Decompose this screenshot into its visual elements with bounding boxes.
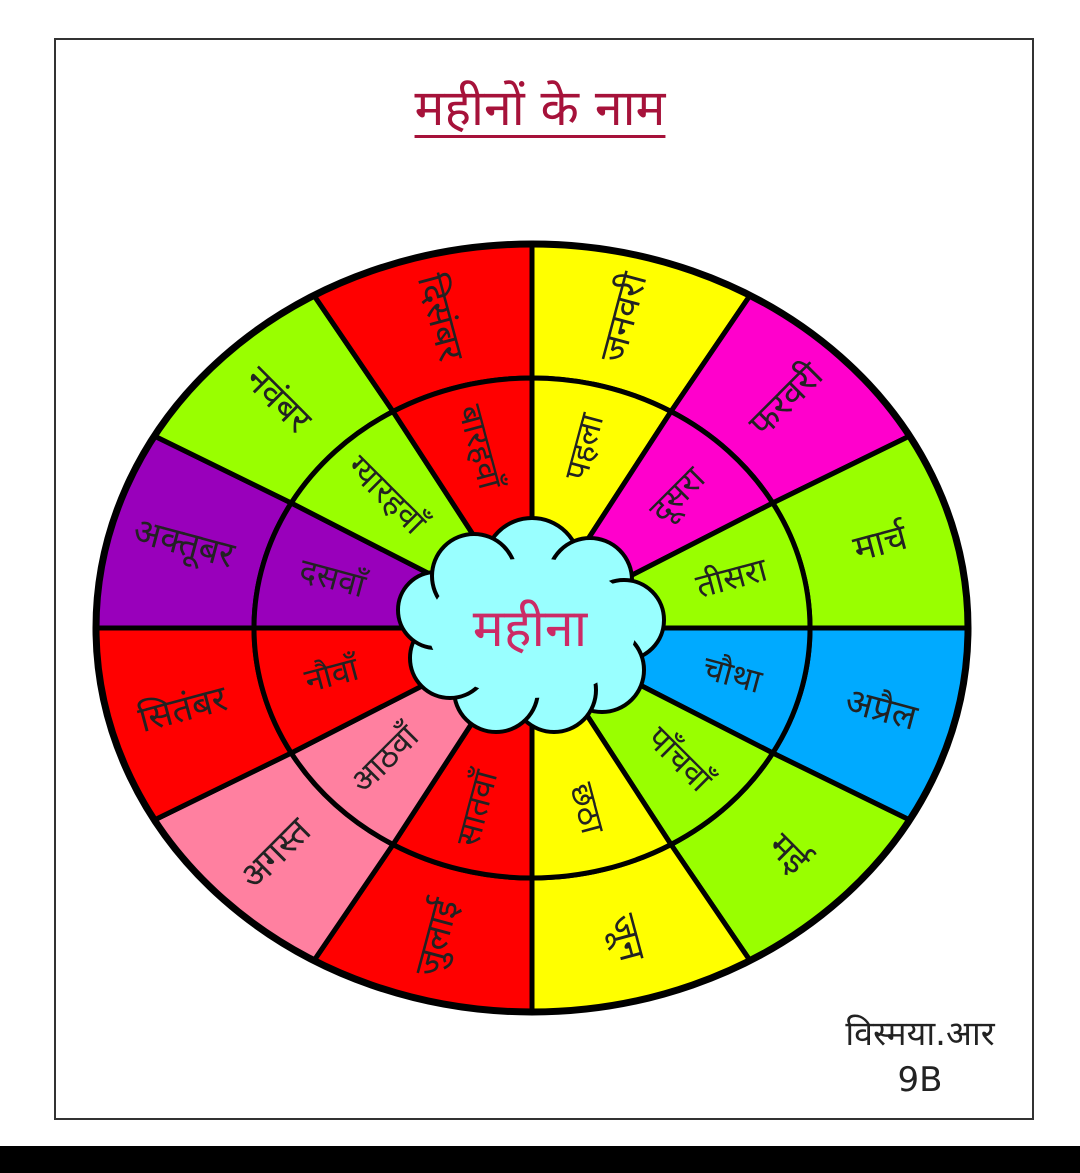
author-credit: विस्मया.आर 9B [800,1012,1040,1104]
center-cloud-group: महीना [396,516,666,734]
inner-ring [251,375,813,881]
author-name: विस्मया.आर [845,1014,995,1054]
center-label: महीना [473,599,589,659]
outer-ring [92,240,972,1016]
author-class: 9B [897,1059,943,1100]
poster-title: महीनों के नाम [414,79,666,137]
wheel-outline [92,240,972,1016]
bottom-bar [0,1146,1080,1173]
center-cloud [396,516,666,734]
